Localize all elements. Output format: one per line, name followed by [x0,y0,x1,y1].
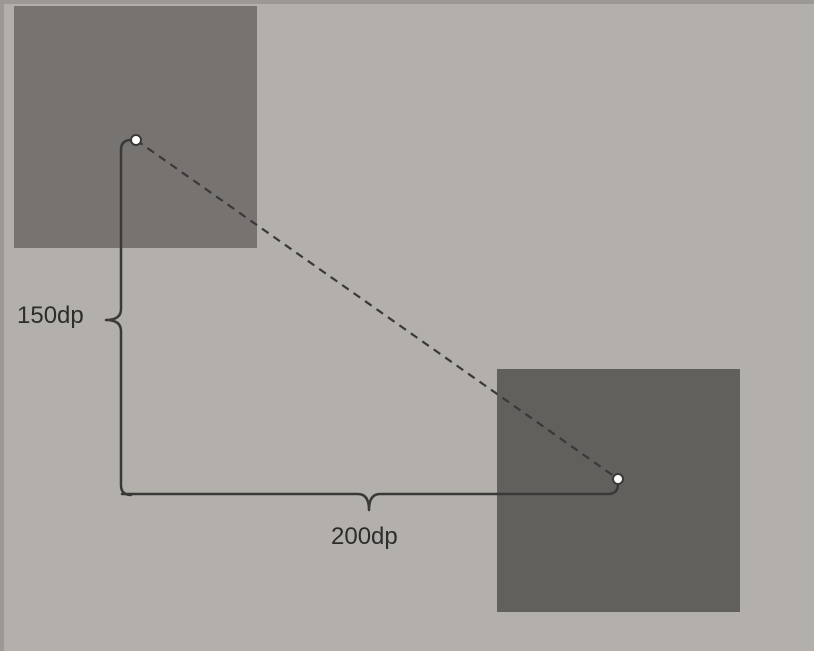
vertical-distance-label: 150dp [17,302,84,329]
frame-edge [0,0,814,4]
vertical-bracket [104,138,133,497]
horizontal-distance-label: 200dp [331,523,398,550]
end-point [612,473,624,485]
horizontal-bracket [120,482,620,512]
diagonal-dashed-line [135,139,619,480]
start-point [130,134,142,146]
start-square [14,6,257,248]
end-square [497,369,740,612]
frame-edge [0,0,4,651]
